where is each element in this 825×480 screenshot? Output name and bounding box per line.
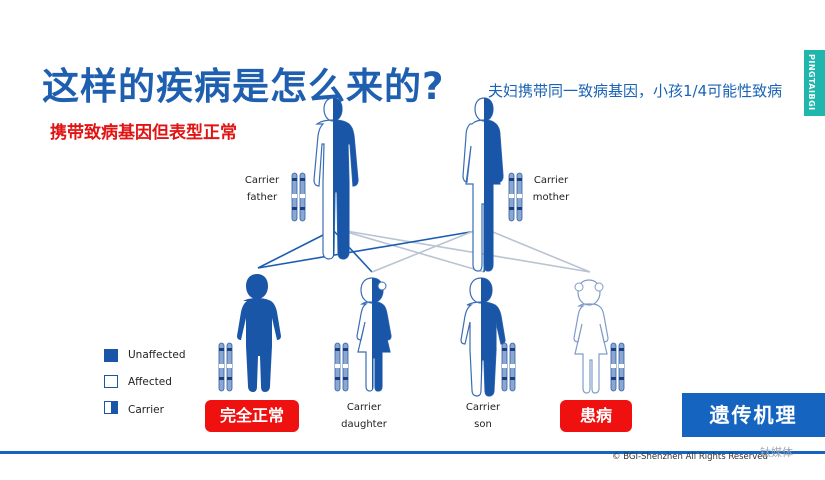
- line-father-to-son: [339, 229, 485, 273]
- carrier-note: 携带致病基因但表型正常: [50, 123, 237, 143]
- father-label-line2: father: [246, 192, 278, 203]
- daughter-chromosomes: [334, 342, 349, 392]
- legend-label-affected: Affected: [128, 376, 172, 388]
- affected-child-badge: 患病: [560, 400, 632, 432]
- father-chromosomes: [291, 172, 306, 222]
- side-tab: PINGTAIBGI: [804, 50, 825, 116]
- watermark: 钛媒体: [760, 446, 793, 459]
- line-mother-to-daughter: [371, 229, 477, 273]
- legend-swatch-solid: [104, 349, 118, 362]
- line-mother-to-girl: [487, 229, 591, 273]
- daughter-label-line2: daughter: [341, 419, 387, 430]
- father-label: Carrier father: [240, 172, 284, 206]
- mother-label: Carrier mother: [526, 172, 576, 206]
- legend-swatch-half: [104, 401, 118, 414]
- daughter-label: Carrier daughter: [333, 399, 395, 433]
- bottom-rule: [0, 451, 825, 454]
- father-figure: [313, 97, 359, 260]
- normal-child-badge: 完全正常: [205, 400, 299, 432]
- carrier-son-figure: [460, 277, 506, 397]
- son-carrier-chromosomes: [501, 342, 516, 392]
- legend-label-unaffected: Unaffected: [128, 349, 186, 361]
- line-mother-to-boy: [257, 229, 483, 269]
- legend-label-carrier: Carrier: [128, 404, 164, 416]
- side-tab-label: PINGTAIBGI: [807, 54, 816, 111]
- inheritance-lines: [257, 229, 591, 273]
- mother-figure: [462, 97, 504, 272]
- page-title: 这样的疾病是怎么来的?: [42, 65, 445, 108]
- line-father-to-boy: [257, 229, 334, 269]
- son-label-line2: son: [474, 419, 492, 430]
- copyright: © BGI-Shenzhen All Rights Reserved: [612, 452, 768, 462]
- affected-daughter-figure: [573, 279, 609, 394]
- daughter-label-line1: Carrier: [346, 402, 382, 413]
- legend-swatch-empty: [104, 375, 118, 388]
- carrier-daughter-figure: [356, 277, 392, 392]
- father-label-line1: Carrier: [244, 175, 280, 186]
- normal-son-figure: [237, 274, 281, 392]
- subtitle: 夫妇携带同一致病基因，小孩1/4可能性致病: [488, 82, 783, 100]
- affected-chromosomes: [610, 342, 625, 392]
- son-normal-chromosomes: [218, 342, 233, 392]
- mechanism-banner: 遗传机理: [682, 393, 825, 437]
- son-label: Carrier son: [458, 399, 508, 433]
- mother-label-line1: Carrier: [533, 175, 569, 186]
- son-label-line1: Carrier: [465, 402, 501, 413]
- mother-chromosomes: [508, 172, 523, 222]
- mother-label-line2: mother: [532, 192, 570, 203]
- line-father-to-girl: [339, 229, 591, 273]
